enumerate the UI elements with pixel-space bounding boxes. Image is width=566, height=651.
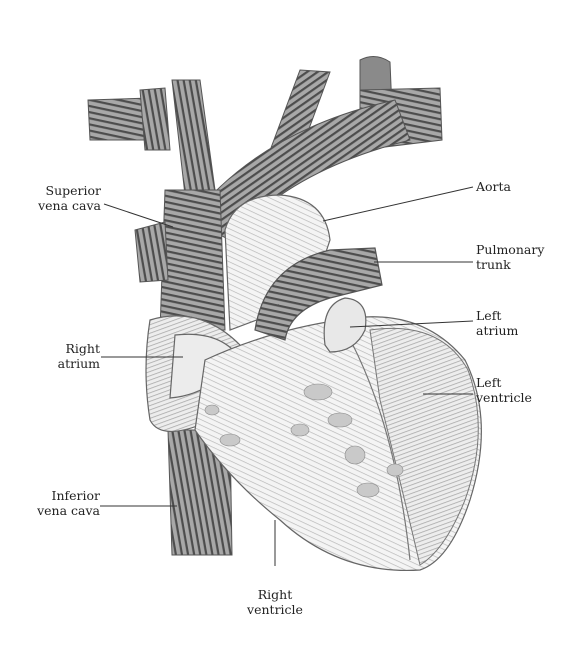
label-inferior-vena-cava-line1: Inferior [51,488,101,503]
superior-vena-cava [159,189,226,331]
label-aorta: Aorta [476,179,511,194]
label-left-atrium: Left atrium [476,308,518,338]
label-left-ventricle-line2: ventricle [476,390,532,405]
vena-cava [134,189,233,556]
label-pulmonary-trunk-line1: Pulmonary [476,242,545,257]
label-left-atrium-line1: Left [476,308,502,323]
label-right-ventricle-line2: ventricle [247,602,303,617]
label-left-atrium-line2: atrium [476,323,519,338]
label-superior-vena-cava-line2: vena cava [38,198,101,213]
great-vessels [87,56,443,241]
leader-superior-vena-cava [103,203,174,228]
svc-side-stub [134,221,169,283]
label-left-ventricle: Left ventricle [476,375,532,405]
leader-left-atrium [349,320,474,328]
label-pulmonary-trunk: Pulmonary trunk [476,242,544,272]
label-inferior-vena-cava: Inferior vena cava [30,488,100,518]
interventricular-groove [344,329,411,561]
label-right-atrium-line2: atrium [57,356,100,371]
brachiocephalic-artery [171,79,216,196]
label-right-atrium: Right atrium [50,341,100,371]
left-upper-branch [139,87,171,151]
leader-lines [100,186,474,566]
left-ventricle-surface [369,327,479,566]
label-inferior-vena-cava-line2: vena cava [37,503,100,518]
pulmonary-trunk [254,247,383,341]
leader-aorta [322,186,474,222]
label-right-ventricle: Right ventricle [230,587,320,617]
label-aorta-line1: Aorta [476,179,512,194]
left-atrium [323,297,367,353]
label-left-ventricle-line1: Left [476,375,502,390]
label-superior-vena-cava: Superior vena cava [38,183,101,213]
label-superior-vena-cava-line1: Superior [45,183,102,198]
label-right-ventricle-line1: Right [257,587,293,602]
label-pulmonary-trunk-line2: trunk [476,257,511,272]
epicardial-fat [204,383,404,498]
label-right-atrium-line1: Right [65,341,101,356]
